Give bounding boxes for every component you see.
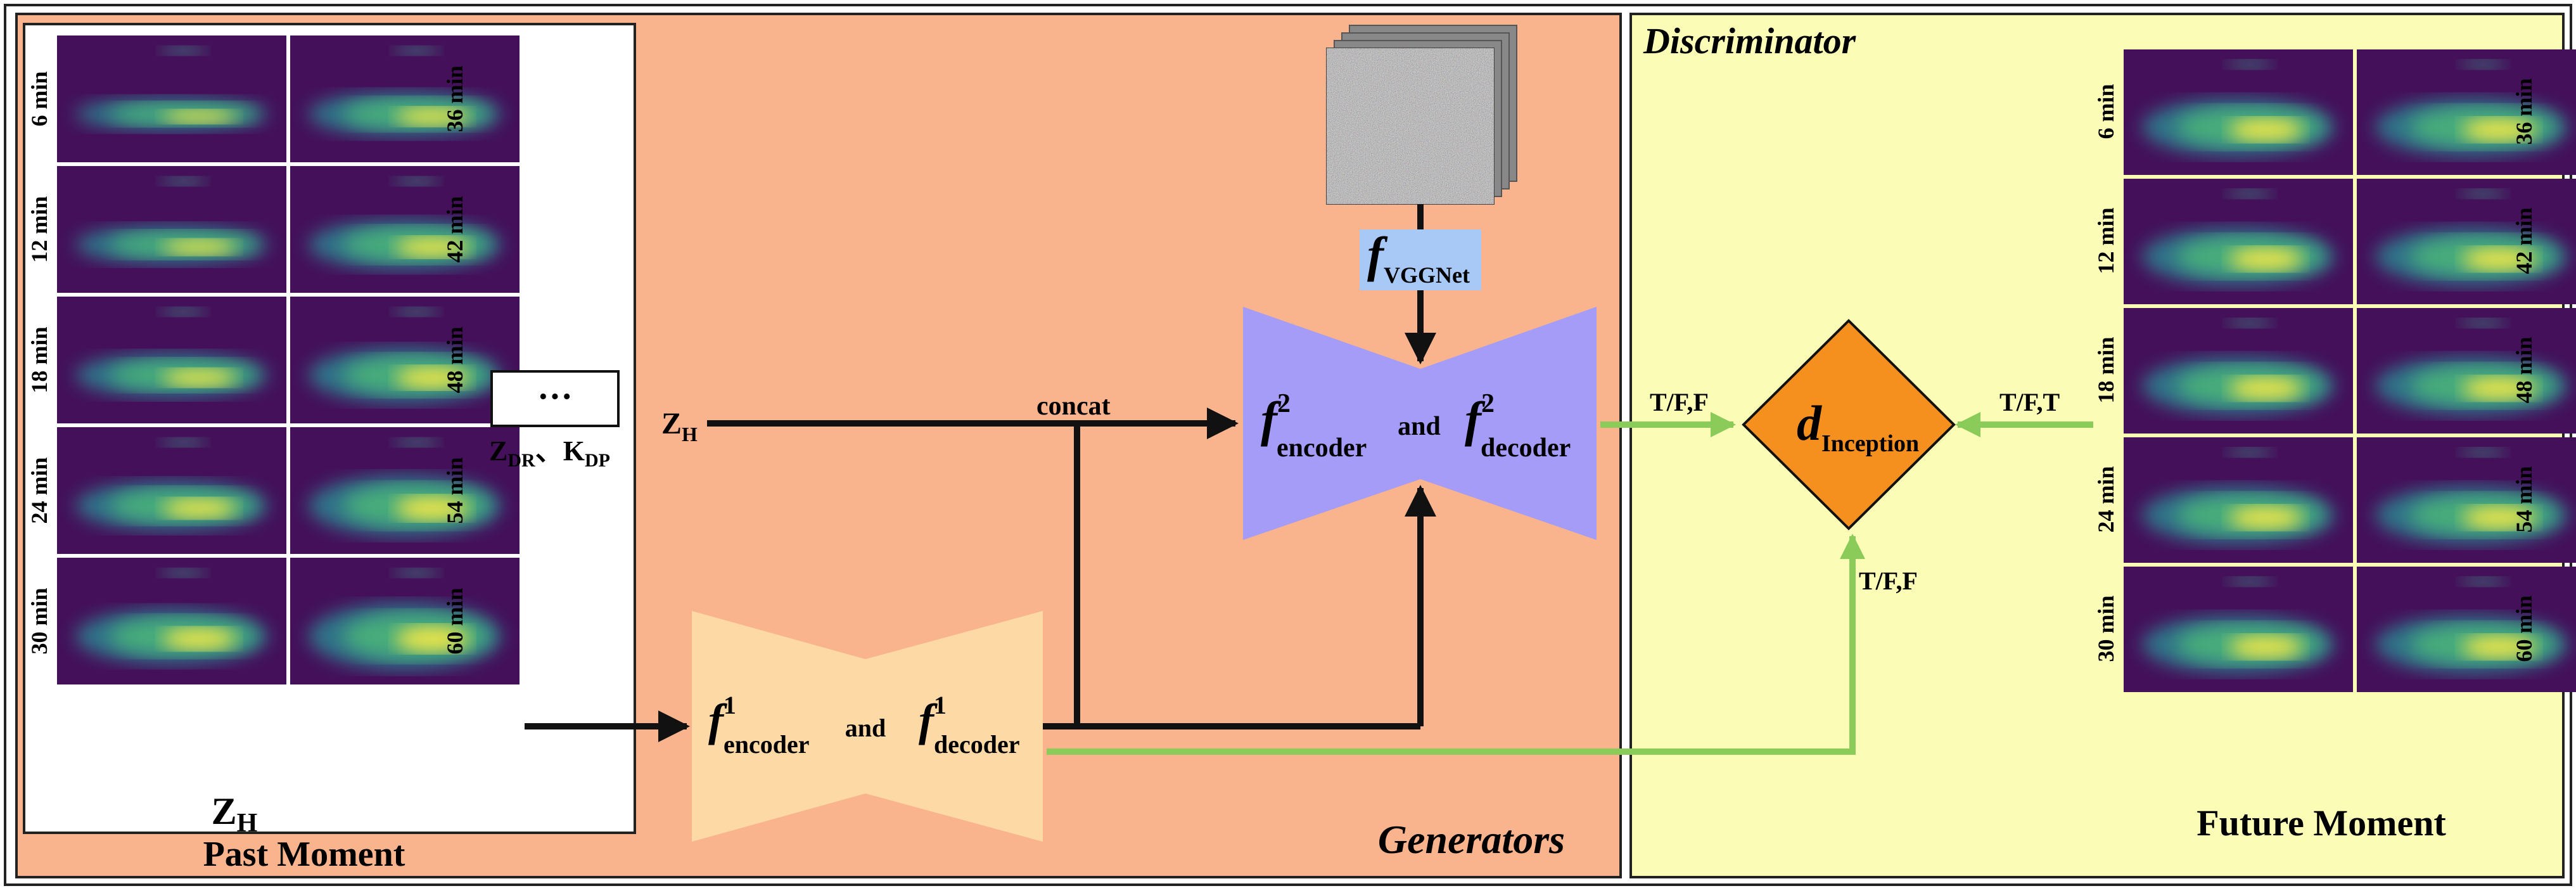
black-connectors: [525, 204, 1436, 742]
generator-2-shape: [1243, 307, 1597, 540]
time-label: 18 min: [27, 326, 52, 393]
time-label: 60 min: [2511, 595, 2537, 662]
future-radar-cell: [2357, 437, 2576, 563]
concat-label: concat: [1036, 392, 1111, 421]
future-radar-cell: [2124, 308, 2353, 434]
past-radar-cell: [290, 35, 520, 162]
past-radar-cell: [290, 166, 520, 293]
past-radar-cell: [57, 558, 286, 684]
zdr-kdp-label: ZDR、KDP: [489, 435, 610, 471]
time-label: 12 min: [27, 196, 52, 262]
discriminator-label-bottom: T/F,F: [1859, 567, 1918, 595]
future-right-time-labels: 36 min 42 min 48 min 54 min 60 min: [2511, 78, 2537, 662]
past-radar-cell: [57, 35, 286, 162]
time-label: 6 min: [27, 71, 52, 126]
inception-discriminator-diamond: [1742, 319, 1956, 530]
discriminator-label-left: T/F,F: [1650, 388, 1709, 416]
future-radar-cell: [2124, 567, 2353, 692]
past-right-time-labels: 36 min 42 min 48 min 54 min 60 min: [442, 65, 468, 654]
noise-input-stack: [1326, 25, 1517, 205]
time-label: 18 min: [2093, 337, 2119, 403]
g1-and-label: and: [845, 714, 886, 742]
time-label: 24 min: [27, 457, 52, 524]
time-label: 30 min: [27, 588, 52, 654]
past-radar-cell: [290, 297, 520, 423]
future-moment-caption: Future Moment: [2197, 802, 2446, 844]
zh-input-label: ZH: [661, 407, 698, 446]
time-label: 24 min: [2093, 466, 2119, 532]
time-label: 36 min: [442, 65, 468, 132]
time-label: 30 min: [2093, 595, 2119, 662]
past-radar-cell: [57, 297, 286, 423]
time-label: 42 min: [2511, 207, 2537, 274]
past-left-time-labels: 6 min 12 min 18 min 24 min 30 min: [27, 71, 52, 654]
past-variable-label: ZH: [212, 790, 258, 838]
future-left-time-labels: 6 min 12 min 18 min 24 min 30 min: [2093, 84, 2119, 662]
past-moment-caption: Past Moment: [203, 835, 405, 874]
time-label: 60 min: [442, 588, 468, 654]
discriminator-title: Discriminator: [1643, 20, 1856, 61]
ellipsis-box: [490, 370, 620, 427]
time-label: 54 min: [2511, 466, 2537, 532]
vggnet-box: [1360, 229, 1481, 290]
green-connectors: [1047, 412, 2093, 755]
past-radar-cell: [290, 427, 520, 554]
future-radar-cell: [2357, 308, 2576, 434]
time-label: 48 min: [442, 326, 468, 393]
ellipsis-text: ···: [537, 377, 573, 416]
future-radar-cell: [2124, 437, 2353, 563]
past-radar-cell: [57, 166, 286, 293]
generator-1-shape: [692, 611, 1043, 842]
past-radar-cell: [57, 427, 286, 554]
inception-label: dInception: [1797, 395, 1919, 457]
g2-and-label: and: [1398, 412, 1441, 441]
future-radar-cell: [2124, 179, 2353, 304]
future-radar-grid: [2124, 49, 2576, 692]
past-radar-grid: [57, 35, 520, 684]
time-label: 12 min: [2093, 207, 2119, 274]
time-label: 36 min: [2511, 78, 2537, 145]
time-label: 48 min: [2511, 337, 2537, 403]
future-radar-cell: [2357, 567, 2576, 692]
vggnet-label: fVGGNet: [1367, 227, 1470, 288]
time-label: 6 min: [2093, 84, 2119, 139]
future-radar-cell: [2357, 49, 2576, 175]
future-radar-cell: [2124, 49, 2353, 175]
future-radar-cell: [2357, 179, 2576, 304]
past-radar-cell: [290, 558, 520, 684]
generators-title: Generators: [1378, 817, 1565, 862]
time-label: 42 min: [442, 196, 468, 262]
discriminator-label-right: T/F,T: [1999, 388, 2060, 416]
time-label: 54 min: [442, 457, 468, 524]
